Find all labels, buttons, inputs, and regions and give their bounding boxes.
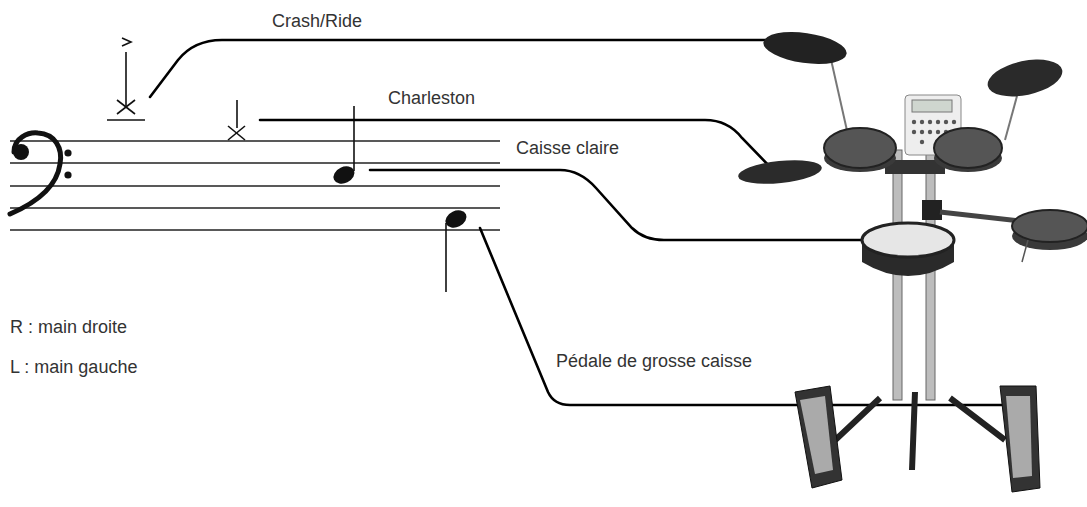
hihat-pad [737, 157, 823, 188]
module-button [936, 130, 940, 134]
module-button [944, 120, 948, 124]
bass-clef-dot [13, 144, 29, 160]
clef-dot [64, 171, 71, 178]
staff-line [10, 207, 500, 209]
leader-lines [150, 40, 1022, 405]
note-stem [125, 52, 127, 106]
staff-line [10, 185, 500, 187]
ledger-line [107, 119, 145, 121]
x-notehead [228, 126, 245, 140]
cable [1022, 240, 1028, 262]
stand-clamp [922, 200, 942, 220]
crash-cymbal [761, 27, 848, 68]
tom-pad [824, 128, 896, 168]
instrument-label: Caisse claire [516, 137, 619, 159]
x-notehead [117, 100, 135, 114]
staff-line [10, 229, 500, 231]
snare-pad [862, 223, 954, 257]
tom-pad [934, 128, 1002, 168]
floor-tom-pad [1012, 210, 1087, 242]
module-display [912, 100, 952, 112]
crash-note [107, 38, 145, 120]
kick-pedal [1000, 386, 1040, 492]
instrument-label: Pédale de grosse caisse [556, 350, 752, 372]
module-button [920, 120, 924, 124]
staff [10, 141, 500, 230]
module-button [912, 130, 916, 134]
pedal-plate [1006, 396, 1032, 478]
x-notehead [228, 126, 245, 140]
stand-pole [926, 150, 935, 400]
hihat-note [228, 100, 245, 140]
module-button [928, 130, 932, 134]
bass-clef [10, 133, 61, 214]
clef-dot [64, 149, 71, 156]
note-stem [445, 223, 447, 292]
x-notehead [117, 100, 135, 114]
instrument-label: Charleston [388, 87, 475, 109]
note-stem [236, 100, 238, 128]
legend-note: L : main gauche [10, 356, 137, 378]
stand-legs [830, 392, 1005, 470]
leader-line [480, 228, 1022, 405]
module-button [920, 130, 924, 134]
legend-note: R : main droite [10, 316, 127, 338]
module-button [952, 120, 956, 124]
cymbal-stand [830, 55, 848, 135]
staff-line [10, 162, 500, 164]
drum-kit [737, 27, 1087, 492]
pedal-plate [800, 396, 833, 474]
module-button [936, 120, 940, 124]
module-button [920, 140, 924, 144]
module-button [912, 120, 916, 124]
hihat-pedal [795, 386, 842, 488]
module-button [928, 120, 932, 124]
staff-line [10, 140, 500, 142]
note-stem [353, 106, 355, 171]
instrument-label: Crash/Ride [272, 10, 362, 32]
leader-line [260, 120, 775, 172]
leader-line [370, 170, 880, 240]
accent-mark [122, 38, 131, 46]
ride-cymbal [984, 53, 1065, 102]
